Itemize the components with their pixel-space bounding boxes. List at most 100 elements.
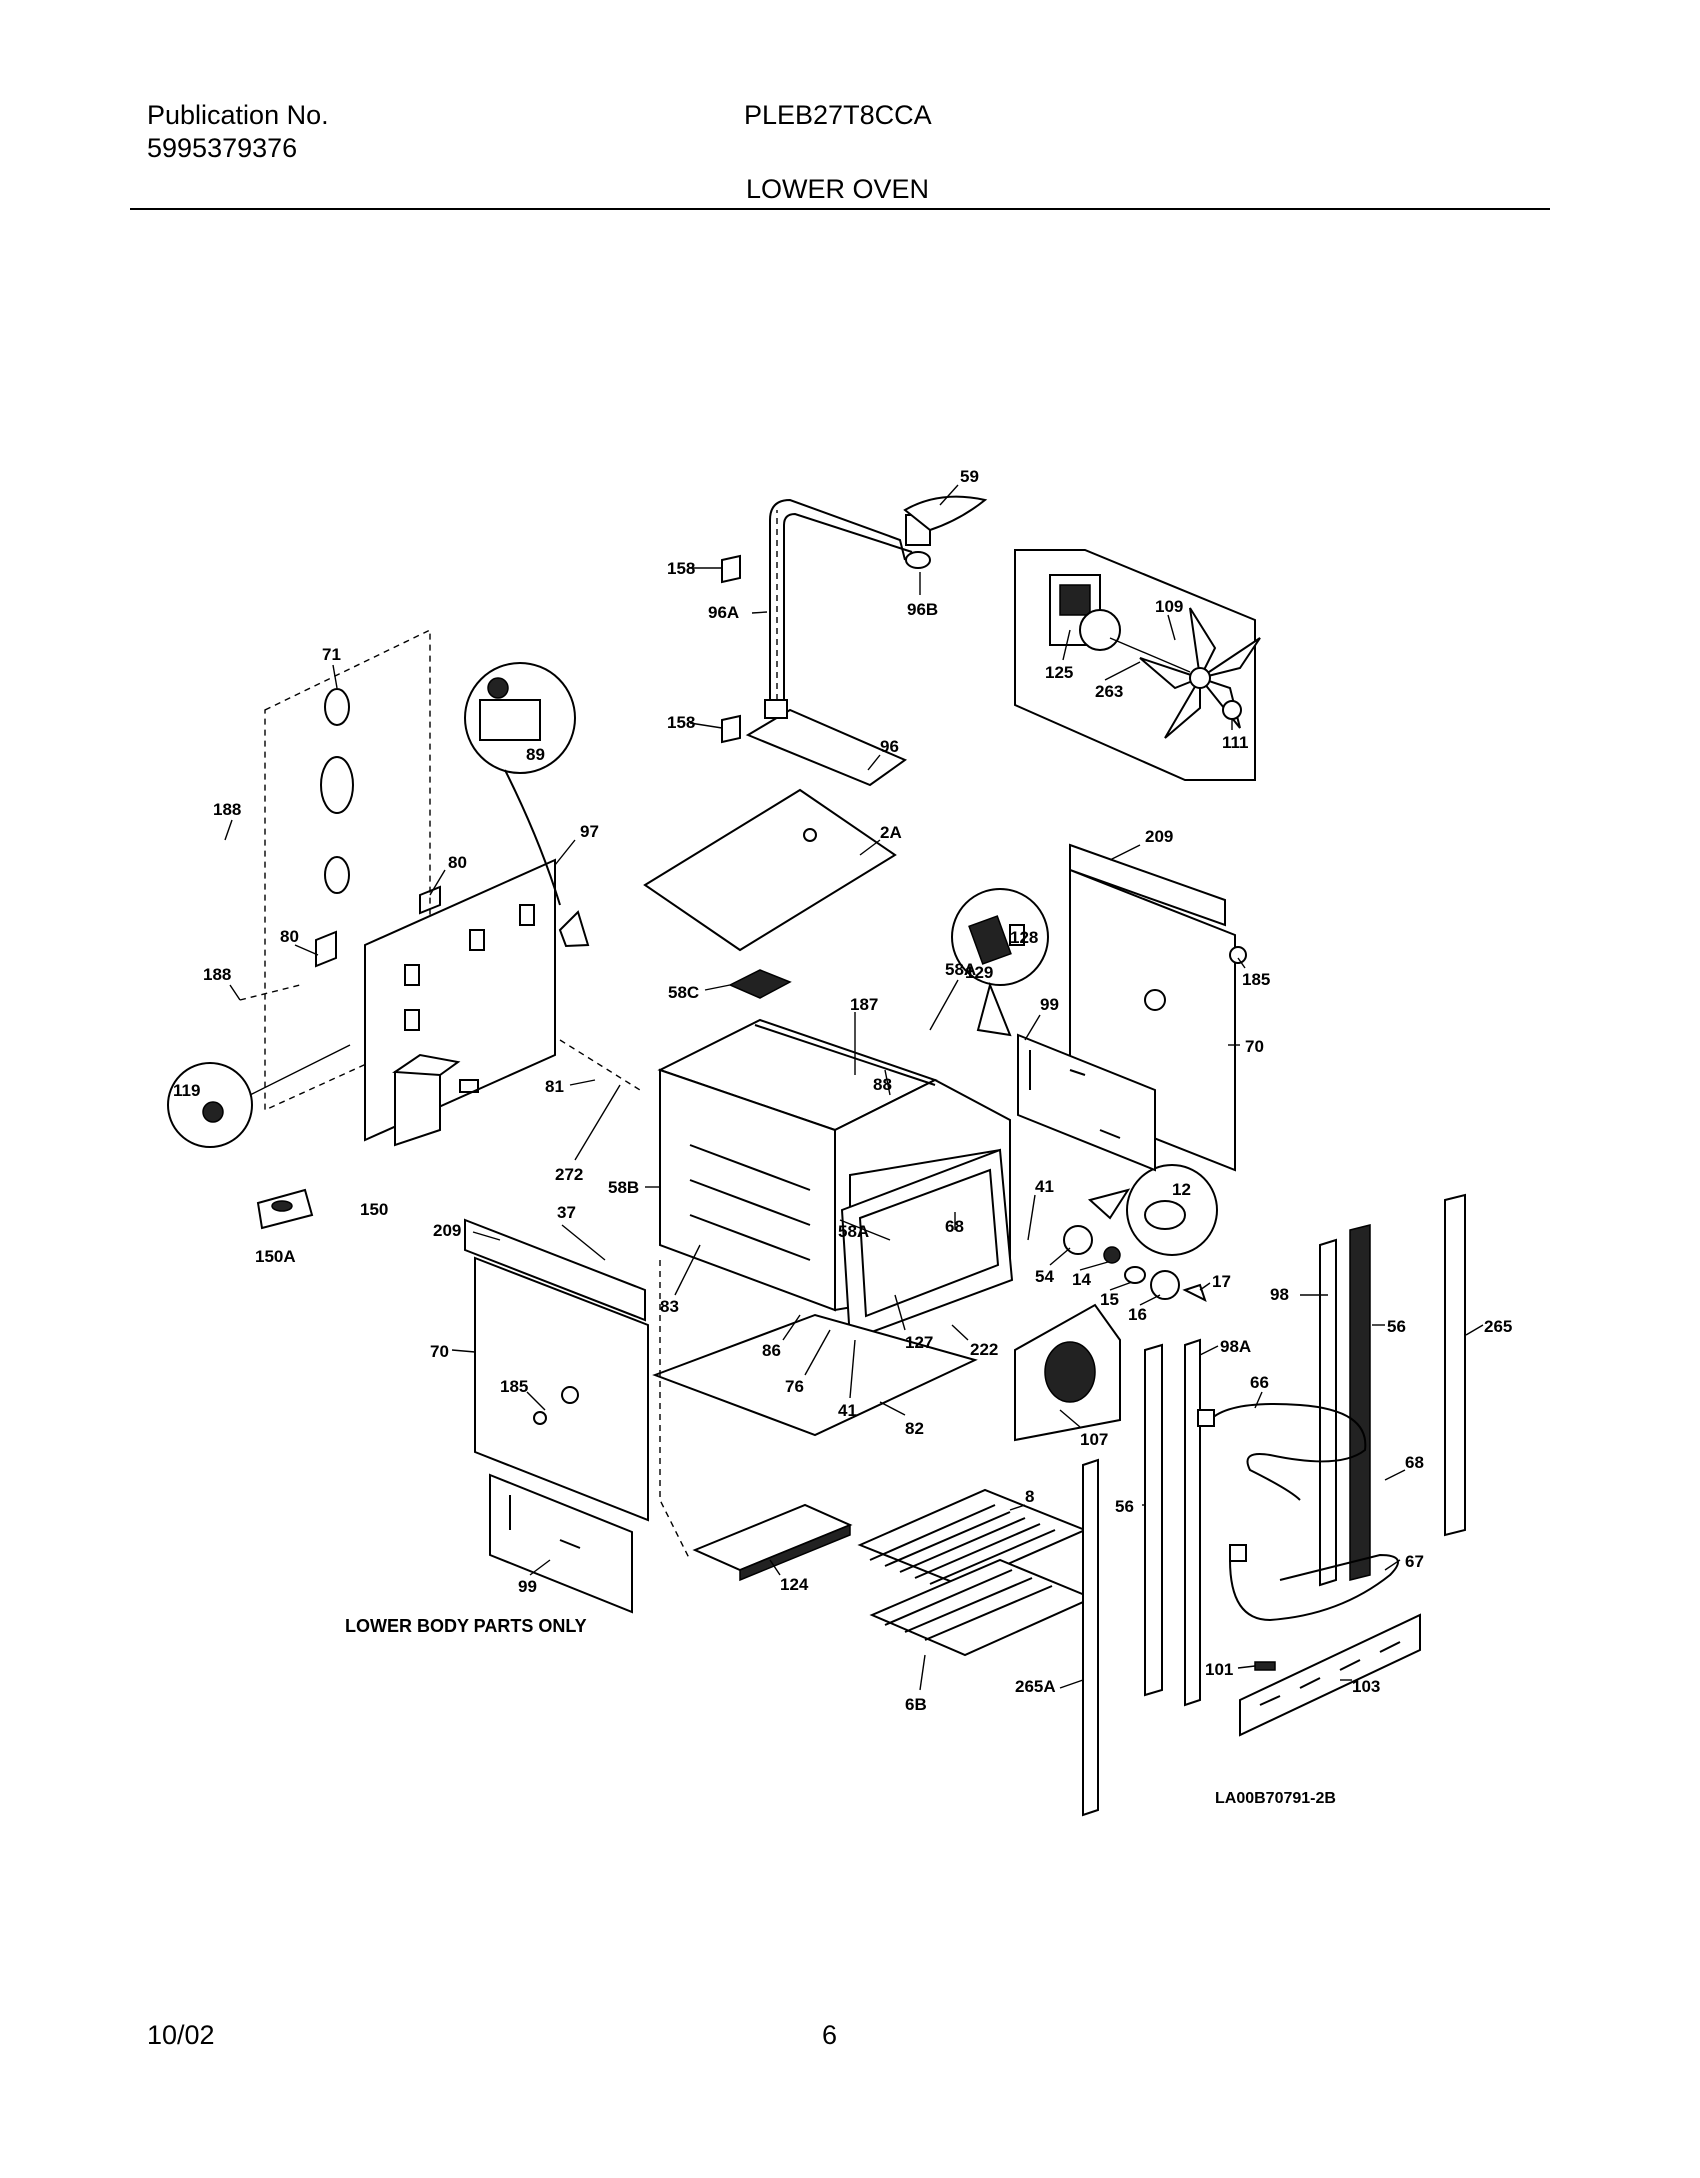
callout-272: 272: [555, 1165, 583, 1184]
top-panel: [643, 788, 897, 952]
callout-68: 68: [945, 1217, 964, 1236]
callout-129: 129: [965, 963, 993, 982]
callout-14: 14: [1072, 1270, 1091, 1289]
model-number: PLEB27T8CCA: [744, 100, 932, 130]
callout-222: 222: [970, 1340, 998, 1359]
callout-76: 76: [785, 1377, 804, 1396]
drip-tray: [692, 1503, 853, 1582]
callout-96: 96: [880, 737, 899, 756]
callout-88: 88: [873, 1075, 892, 1094]
callout-111: 111: [1222, 733, 1249, 752]
heating-elements: [1197, 1403, 1399, 1622]
part-185-upper: [1229, 946, 1247, 964]
publication-label: Publication No.: [147, 100, 329, 130]
callout-185: 185: [500, 1377, 528, 1396]
callout-66: 66: [1250, 1373, 1269, 1392]
header-rule: [130, 208, 1550, 210]
inset-119: [167, 1044, 351, 1148]
callout-12: 12: [1172, 1180, 1191, 1199]
callouts: 59 158 96B 96A 158 96 109 125 263 111 71…: [173, 467, 1512, 1807]
callout-15: 15: [1100, 1290, 1119, 1309]
callout-67: 67: [1405, 1552, 1424, 1571]
callout-158: 158: [667, 559, 695, 578]
callout-188: 188: [213, 800, 241, 819]
convection-fan-inset: [1014, 549, 1261, 781]
callout-41: 41: [838, 1401, 857, 1420]
section-title: LOWER OVEN: [746, 174, 930, 204]
callout-58c: 58C: [668, 983, 699, 1002]
inset-128-129: [951, 888, 1049, 1037]
inset-12: [1087, 1164, 1218, 1256]
inset-89: [464, 662, 590, 948]
drawing-code: LA00B70791-2B: [1215, 1790, 1336, 1807]
callout-82: 82: [905, 1419, 924, 1438]
callout-188: 188: [203, 965, 231, 984]
callout-8: 8: [1025, 1487, 1034, 1506]
callout-58a: 58A: [945, 960, 976, 979]
callout-86: 86: [762, 1341, 781, 1360]
callout-80: 80: [448, 853, 467, 872]
callout-265: 265: [1484, 1317, 1512, 1336]
callout-101: 101: [1205, 1660, 1233, 1679]
callout-17: 17: [1212, 1272, 1231, 1291]
bottom-vent: [1239, 1613, 1421, 1737]
callout-16: 16: [1128, 1305, 1147, 1324]
callout-107: 107: [1080, 1430, 1108, 1449]
strip-209-upper: [1069, 843, 1226, 927]
callout-80: 80: [280, 927, 299, 946]
callout-263: 263: [1095, 682, 1123, 701]
board-99-upper: [1017, 1033, 1156, 1172]
callout-265a: 265A: [1015, 1677, 1056, 1696]
callout-56: 56: [1387, 1317, 1406, 1336]
oven-racks: [857, 1488, 1095, 1657]
rear-wall: [264, 628, 431, 1112]
callout-185: 185: [1242, 970, 1270, 989]
callout-97: 97: [580, 822, 599, 841]
fan-parts: [1063, 1225, 1207, 1302]
panel-70-lower: [474, 1256, 649, 1522]
callout-37: 37: [557, 1203, 576, 1222]
callout-56: 56: [1115, 1497, 1134, 1516]
callout-96b: 96B: [907, 600, 938, 619]
callout-124: 124: [780, 1575, 809, 1594]
lower-body-note: LOWER BODY PARTS ONLY: [345, 1616, 587, 1636]
callout-89: 89: [526, 745, 545, 764]
callout-99: 99: [518, 1577, 537, 1596]
callout-58a: 58A: [838, 1222, 869, 1241]
board-99-lower: [489, 1473, 633, 1614]
callout-54: 54: [1035, 1267, 1054, 1286]
callout-98a: 98A: [1220, 1337, 1251, 1356]
part-150: [256, 1053, 461, 1230]
callout-127: 127: [905, 1333, 933, 1352]
part-58c: [728, 969, 792, 999]
callout-41: 41: [1035, 1177, 1054, 1196]
callout-83: 83: [660, 1297, 679, 1316]
callout-68: 68: [1405, 1453, 1424, 1472]
callout-96a: 96A: [708, 603, 739, 622]
oven-bottom: [652, 1313, 978, 1437]
callout-70: 70: [1245, 1037, 1264, 1056]
callout-58b: 58B: [608, 1178, 639, 1197]
callout-71: 71: [322, 645, 341, 664]
vent-tube-assembly: [721, 495, 988, 787]
strip-209-lower: [464, 1218, 646, 1322]
callout-128: 128: [1010, 928, 1038, 947]
page-number: 6: [822, 2020, 838, 2050]
callout-59: 59: [960, 467, 979, 486]
callout-150: 150: [360, 1200, 388, 1219]
fan-cover: [1014, 1303, 1121, 1442]
callout-6b: 6B: [905, 1695, 927, 1714]
leader-lines: [224, 484, 1484, 1691]
callout-81: 81: [545, 1077, 564, 1096]
callout-187: 187: [850, 995, 878, 1014]
callout-150a: 150A: [255, 1247, 296, 1266]
callout-2a: 2A: [880, 823, 902, 842]
footer-date: 10/02: [147, 2020, 215, 2050]
callout-158: 158: [667, 713, 695, 732]
callout-103: 103: [1352, 1677, 1380, 1696]
publication-number: 5995379376: [147, 133, 298, 163]
callout-119: 119: [173, 1081, 200, 1100]
callout-209: 209: [433, 1221, 461, 1240]
callout-109: 109: [1155, 597, 1183, 616]
